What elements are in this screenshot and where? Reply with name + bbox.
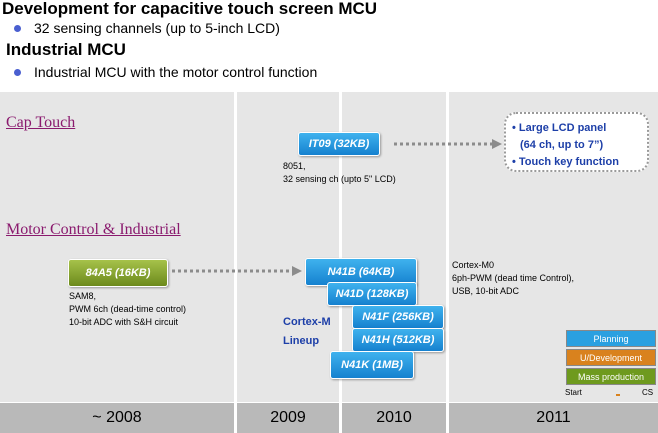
note-line: SAM8,	[69, 291, 97, 301]
note-line: 6ph-PWM (dead time Control),	[452, 273, 575, 283]
header-title-industrial: Industrial MCU	[6, 40, 126, 59]
lineup-line: Lineup	[283, 335, 320, 347]
note-84a5: SAM8, PWM 6ch (dead-time control) 10-bit…	[69, 290, 186, 329]
lineup-line: Cortex-M	[283, 316, 331, 328]
cortex-m-lineup-label: Cortex-M Lineup	[283, 313, 331, 351]
chip-n41f[interactable]: N41F (256KB)	[352, 305, 444, 329]
year-2008: ~ 2008	[0, 403, 234, 433]
section-motor-control[interactable]: Motor Control & Industrial	[6, 221, 181, 238]
note-cortex-m0: Cortex-M0 6ph-PWM (dead time Control), U…	[452, 259, 574, 298]
legend-start: Start	[565, 388, 582, 397]
note-line: 8051,	[283, 161, 306, 171]
section-cap-touch[interactable]: Cap Touch	[6, 114, 76, 131]
note-line: Cortex-M0	[452, 260, 495, 270]
legend-development: U/Development	[566, 349, 656, 366]
column-2008	[0, 92, 234, 402]
chip-84a5[interactable]: 84A5 (16KB)	[68, 259, 168, 287]
note-it09: 8051, 32 sensing ch (upto 5" LCD)	[283, 160, 396, 186]
arrowhead-motor	[292, 266, 302, 276]
note-line: USB, 10-bit ADC	[452, 286, 520, 296]
header-title-touch: Development for capacitive touch screen …	[2, 0, 378, 18]
header-bullet-touch: 32 sensing channels (up to 5-inch LCD)	[14, 20, 280, 36]
year-2010: 2010	[342, 403, 446, 433]
chip-it09[interactable]: IT09 (32KB)	[298, 132, 380, 156]
callout-line: • Large LCD panel	[512, 122, 607, 134]
callout-line: (64 ch, up to 7”)	[520, 139, 604, 151]
chip-n41k[interactable]: N41K (1MB)	[330, 351, 414, 379]
bullet-dot	[14, 68, 21, 76]
legend-planning: Planning	[566, 330, 656, 347]
chip-n41h[interactable]: N41H (512KB)	[352, 328, 444, 352]
callout-line: • Touch key function	[512, 156, 619, 168]
note-line: 32 sensing ch (upto 5" LCD)	[283, 174, 396, 184]
legend-marker	[616, 394, 620, 396]
chip-n41d[interactable]: N41D (128KB)	[327, 282, 417, 306]
year-2011: 2011	[449, 403, 658, 433]
bullet-dot	[14, 24, 21, 32]
arrowhead-cap-touch	[492, 139, 502, 149]
note-line: PWM 6ch (dead-time control)	[69, 304, 187, 314]
header-bullet-industrial: Industrial MCU with the motor control fu…	[14, 64, 317, 80]
note-line: 10-bit ADC with S&H circuit	[69, 317, 179, 327]
bullet-text: 32 sensing channels (up to 5-inch LCD)	[34, 20, 280, 36]
callout-large-lcd: • Large LCD panel (64 ch, up to 7”) • To…	[504, 112, 649, 172]
legend-cs: CS	[642, 388, 654, 397]
chip-n41b[interactable]: N41B (64KB)	[305, 258, 417, 286]
year-2009: 2009	[237, 403, 339, 433]
legend-mass-production: Mass production	[566, 368, 656, 385]
bullet-text: Industrial MCU with the motor control fu…	[34, 64, 318, 80]
